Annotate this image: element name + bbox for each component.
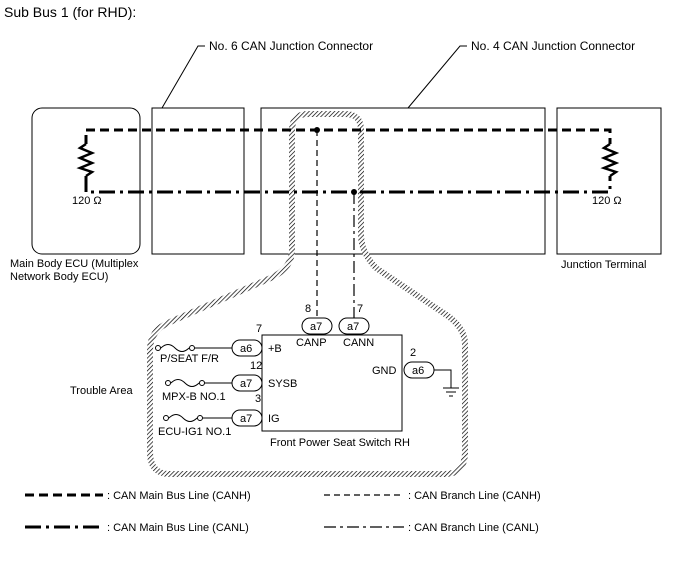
ecu-resistor-label: 120 Ω (72, 195, 102, 207)
gnd-terminal-label: GND (372, 365, 397, 377)
legend-branch-canh-label: : CAN Branch Line (CANH) (408, 490, 541, 502)
legend-main-canh-label: : CAN Main Bus Line (CANH) (107, 490, 251, 502)
legend-main-canl-label: : CAN Main Bus Line (CANL) (107, 522, 249, 534)
junction-terminal-label: Junction Terminal (561, 259, 646, 271)
switch-name-label: Front Power Seat Switch RH (270, 437, 410, 449)
gnd-pin-number: 2 (410, 347, 416, 359)
ig-fuse-label: ECU-IG1 NO.1 (158, 426, 231, 438)
ecu-terminating-resistor (76, 142, 96, 178)
ig-connector-label: a7 (240, 413, 252, 425)
no4-leader-line (407, 45, 467, 109)
legend-branch-canl-label: : CAN Branch Line (CANL) (408, 522, 539, 534)
no6-junction-box (151, 107, 245, 255)
diagram-title: Sub Bus 1 (for RHD): (4, 4, 136, 20)
cann-connector (338, 317, 370, 335)
canp-connector-label: a7 (310, 321, 322, 333)
fuse-icon (163, 414, 203, 422)
b-connector (231, 339, 263, 357)
no6-leader-line (161, 45, 205, 109)
cann-connector-label: a7 (347, 321, 359, 333)
canp-connector (301, 317, 333, 335)
ig-connector (231, 409, 263, 427)
no6-junction-label: No. 6 CAN Junction Connector (209, 39, 373, 53)
trouble-area-label: Trouble Area (70, 385, 133, 397)
can-main-bus-canh (84, 128, 612, 144)
cann-terminal-label: CANN (343, 337, 374, 349)
junction-terminal-box (556, 107, 662, 255)
b-connector-label: a6 (240, 343, 252, 355)
b-fuse-label: P/SEAT F/R (160, 353, 219, 365)
sysb-connector (231, 374, 263, 392)
sysb-terminal-label: SYSB (268, 378, 297, 390)
main-body-ecu-label-line2: Network Body ECU) (10, 271, 108, 283)
canp-pin-number: 8 (305, 303, 311, 315)
sysb-connector-label: a7 (240, 378, 252, 390)
ground-icon (443, 387, 459, 397)
gnd-connector-label: a6 (412, 365, 424, 377)
main-body-ecu-label-line1: Main Body ECU (Multiplex (10, 258, 139, 270)
sysb-pin-number: 12 (250, 360, 262, 372)
ig-pin-number: 3 (255, 393, 261, 405)
gnd-wire (434, 369, 452, 388)
no4-junction-label: No. 4 CAN Junction Connector (471, 39, 635, 53)
fuse-icon (155, 344, 195, 352)
terminal-resistor-label: 120 Ω (592, 195, 622, 207)
main-body-ecu-box (31, 107, 141, 255)
b-pin-number: 7 (256, 323, 262, 335)
terminal-terminating-resistor (600, 142, 620, 178)
b-terminal-label: +B (268, 343, 282, 355)
no4-junction-box (260, 107, 546, 255)
trouble-area-outline (147, 111, 468, 477)
fuse-icon (165, 379, 205, 387)
ig-terminal-label: IG (268, 413, 280, 425)
can-main-bus-canl (84, 176, 612, 194)
cann-pin-number: 7 (357, 303, 363, 315)
sysb-fuse-label: MPX-B NO.1 (162, 391, 226, 403)
canp-terminal-label: CANP (296, 337, 327, 349)
